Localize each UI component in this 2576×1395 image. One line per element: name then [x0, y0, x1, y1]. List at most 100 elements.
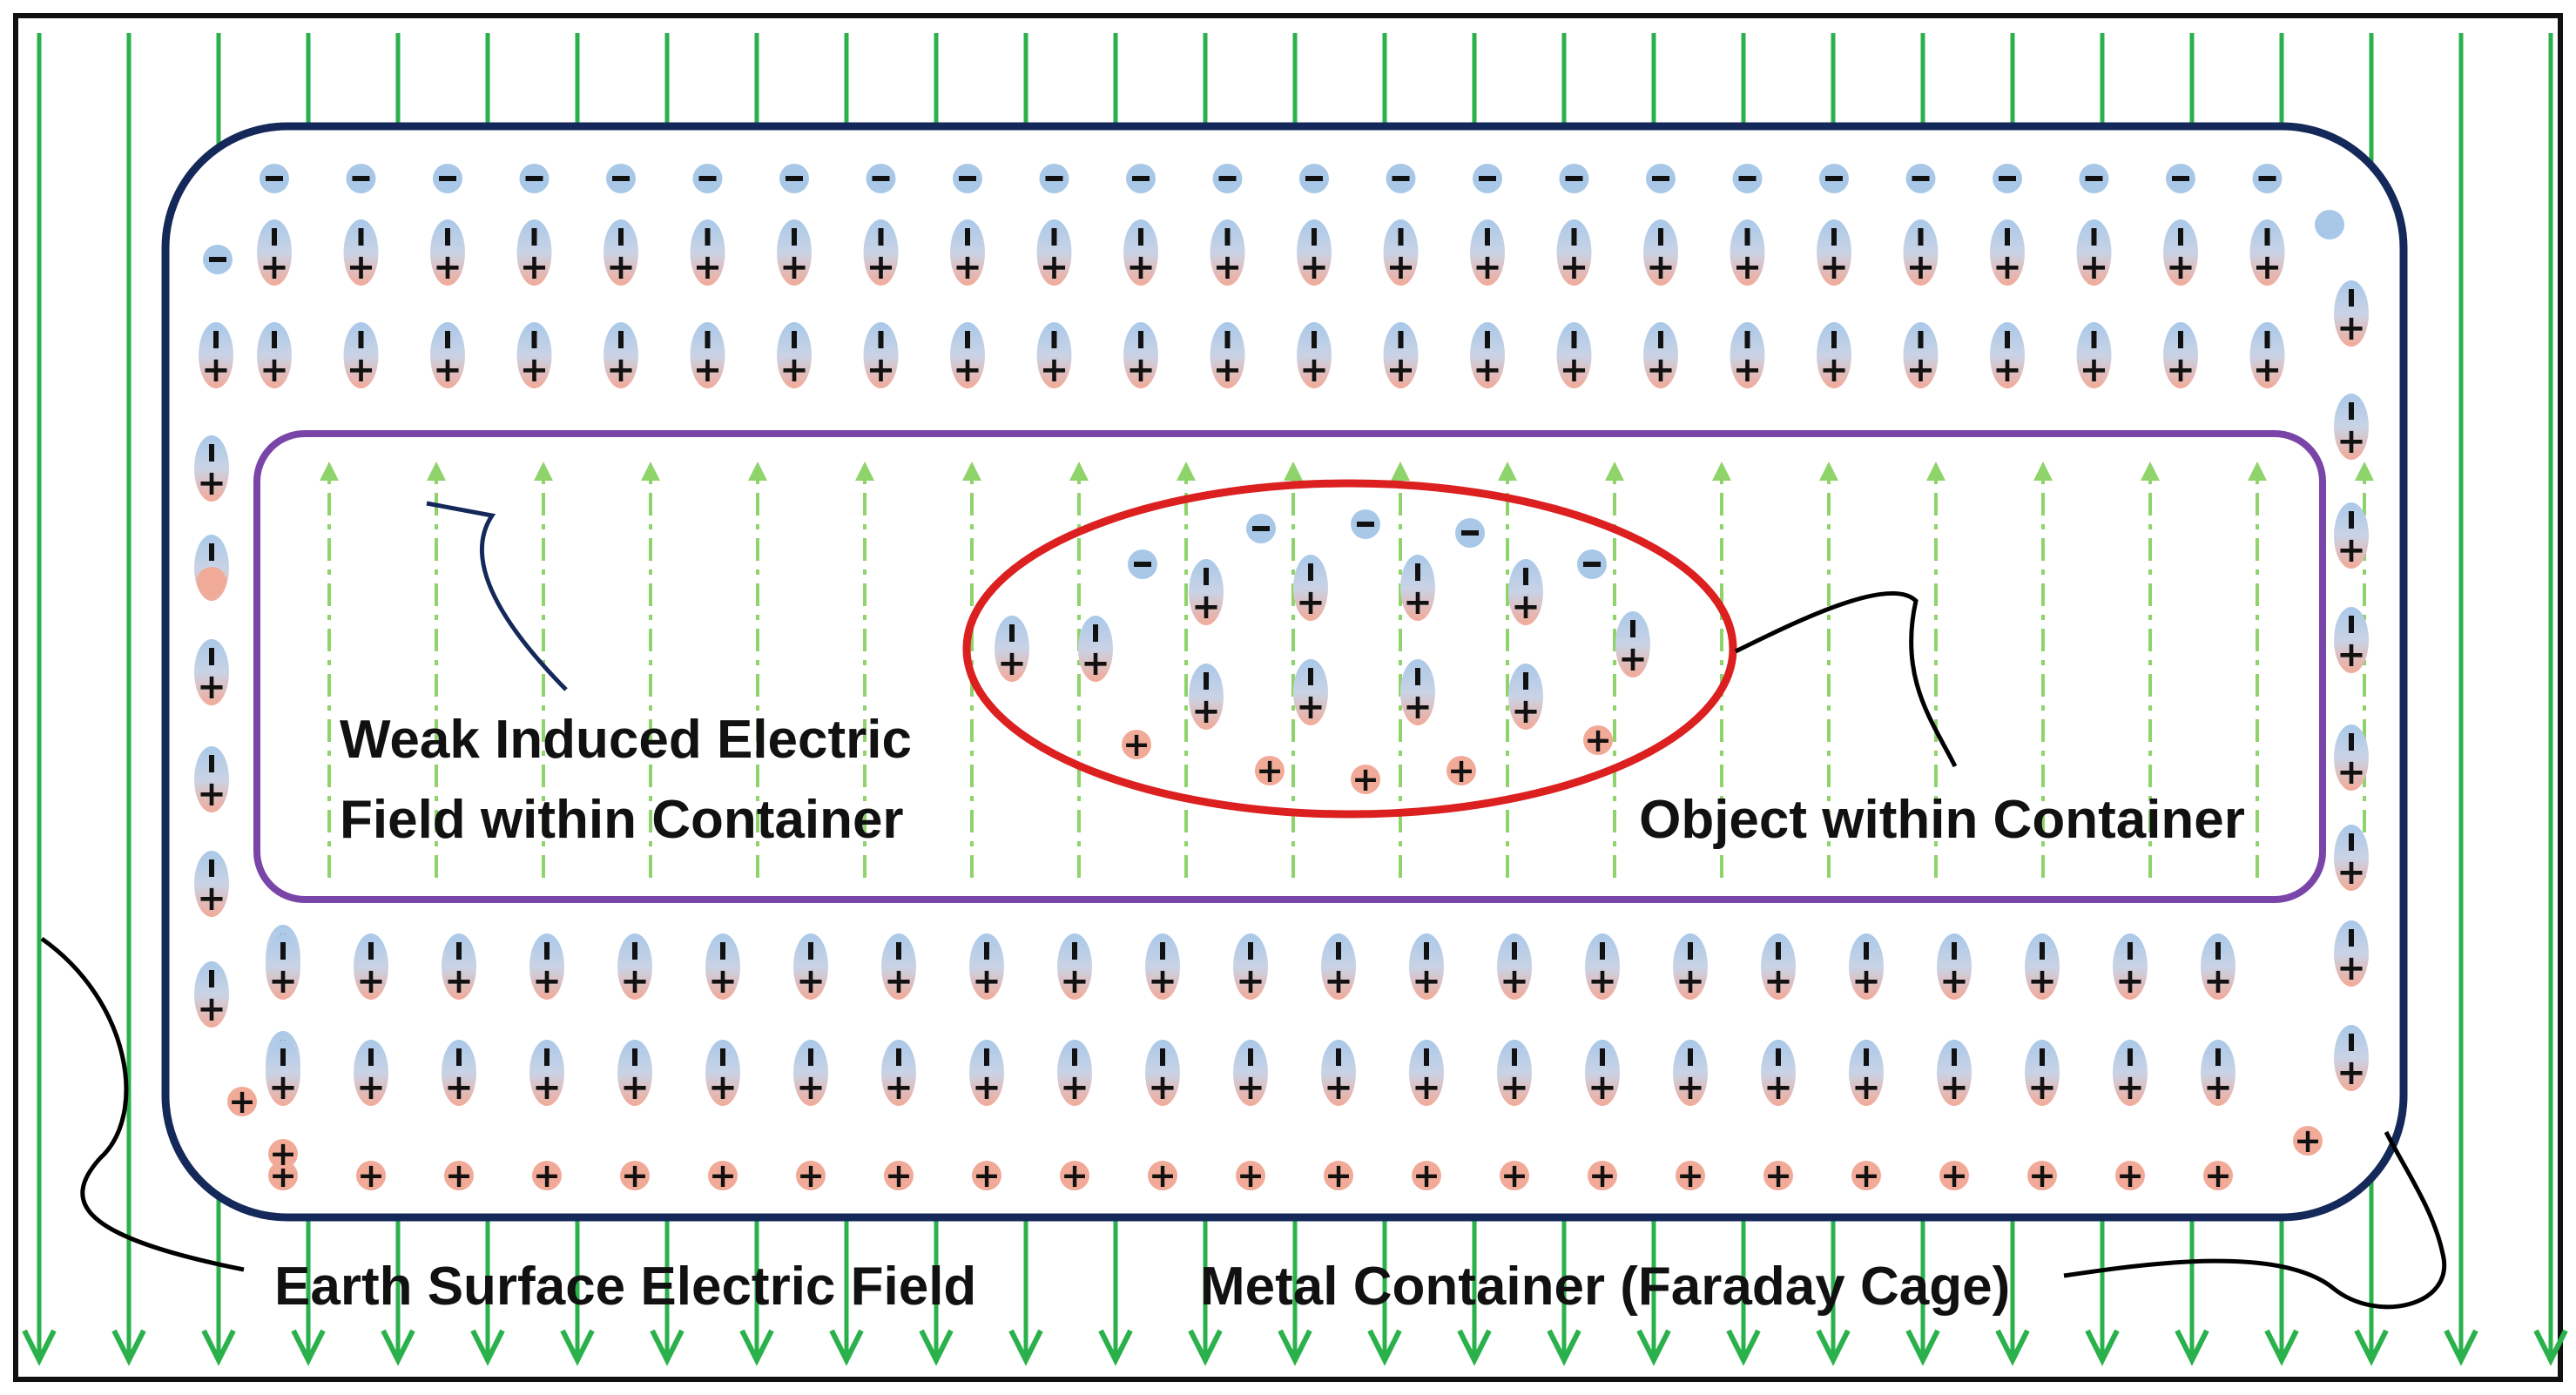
positive-sign: +: [347, 247, 376, 287]
earth-field-arrowhead: [650, 1329, 684, 1366]
dipole-charge: +: [2163, 322, 2198, 390]
negative-sign: [1744, 331, 1750, 348]
negative-sign: [984, 1048, 989, 1066]
positive-charge: +: [1236, 1156, 1265, 1195]
dipole-charge: +: [1761, 1040, 1796, 1108]
dipole-charge: +: [430, 322, 465, 390]
dipole-charge: +: [1615, 611, 1650, 679]
positive-sign: +: [2253, 350, 2283, 390]
negative-charge: [2166, 164, 2195, 193]
positive-sign: +: [2253, 247, 2283, 287]
dipole-charge: +: [1730, 322, 1765, 390]
dipole-charge: +: [1585, 933, 1620, 1001]
positive-sign: +: [621, 1156, 649, 1195]
positive-sign: +: [606, 247, 636, 287]
negative-charge: [1455, 518, 1485, 548]
dipole-charge: +: [1036, 322, 1072, 390]
object-leader-line: [1734, 590, 1958, 768]
positive-charge: +: [532, 1156, 562, 1195]
positive-sign: +: [268, 1068, 298, 1108]
dipole-charge: +: [881, 1040, 916, 1108]
negative-sign: [544, 1048, 550, 1066]
positive-charge: +: [708, 1156, 738, 1195]
negative-sign: [1357, 522, 1374, 527]
negative-sign: [1248, 1048, 1253, 1066]
positive-sign: +: [197, 774, 226, 814]
dipole-charge: +: [1817, 322, 1851, 390]
negative-sign: [1571, 228, 1577, 246]
positive-sign: +: [1511, 587, 1541, 627]
dipole-charge: +: [1293, 555, 1328, 623]
positive-sign: +: [1906, 350, 1936, 390]
dipole-charge: +: [343, 219, 379, 287]
negative-sign: [1392, 176, 1410, 181]
negative-sign: [1336, 1048, 1341, 1066]
induced-field-arrowhead: [427, 462, 446, 481]
positive-sign: +: [532, 1068, 562, 1108]
negative-sign: [2178, 228, 2183, 246]
positive-sign: +: [885, 1156, 913, 1195]
induced-field-arrowhead: [855, 462, 874, 481]
positive-sign: +: [1588, 1068, 1617, 1108]
negative-sign: [1565, 176, 1583, 181]
negative-sign: [1512, 942, 1517, 960]
positive-sign: +: [1149, 1156, 1177, 1195]
dipole-charge: +: [2249, 219, 2285, 287]
positive-charge: +: [1676, 1156, 1705, 1195]
positive-charge: +: [227, 1082, 257, 1121]
negative-charge: [519, 164, 550, 193]
dipole-charge: +: [1761, 933, 1796, 1001]
positive-sign: +: [1676, 1156, 1704, 1195]
dipole-charge: +: [604, 322, 638, 390]
negative-sign: [1204, 568, 1209, 585]
negative-charge: [1993, 164, 2022, 193]
dipole-charge: +: [1123, 219, 1158, 287]
induced-field-arrowhead: [1177, 462, 1196, 481]
earth-field-arrowhead: [201, 1329, 236, 1366]
weak-field-leader-line: [426, 501, 568, 691]
negative-sign: [209, 543, 214, 561]
positive-sign: +: [972, 961, 1001, 1001]
positive-sign: +: [2027, 961, 2057, 1001]
positive-charge: +: [1122, 725, 1151, 764]
earth-field-arrowhead: [291, 1329, 326, 1366]
negative-sign: [1485, 331, 1490, 348]
dipole-charge: +: [2249, 322, 2285, 390]
positive-sign: +: [533, 1156, 561, 1195]
charge-dot: [2315, 210, 2344, 239]
negative-sign: [1045, 176, 1063, 181]
negative-sign: [2215, 1048, 2221, 1066]
positive-sign: +: [1148, 1068, 1177, 1108]
induced-field-arrowhead: [2033, 462, 2053, 481]
negative-sign: [1776, 942, 1781, 960]
positive-sign: +: [1819, 247, 1849, 287]
earth-field-arrowhead: [1457, 1329, 1492, 1366]
positive-sign: +: [2337, 530, 2366, 570]
positive-sign: +: [228, 1082, 256, 1121]
negative-sign: [2349, 929, 2354, 947]
dipole-charge: +: [1233, 933, 1268, 1001]
positive-sign: +: [520, 350, 550, 390]
negative-sign: [352, 176, 370, 181]
positive-sign: +: [2115, 961, 2145, 1001]
negative-sign: [1160, 1048, 1165, 1066]
negative-sign: [1138, 331, 1143, 348]
dipole-charge: +: [1145, 933, 1180, 1001]
positive-charge: +: [2115, 1156, 2145, 1195]
dipole-charge: +: [1036, 219, 1072, 287]
positive-sign: +: [708, 1068, 738, 1108]
dipole-charge: +: [969, 933, 1004, 1001]
positive-sign: +: [1676, 961, 1705, 1001]
dipole-charge: +: [266, 1040, 300, 1108]
negative-sign: [1138, 228, 1143, 246]
negative-sign: [698, 176, 717, 181]
negative-sign: [1051, 228, 1057, 246]
earth-field-arrowhead: [2533, 1329, 2568, 1366]
negative-sign: [1658, 331, 1663, 348]
negative-sign: [2091, 331, 2097, 348]
negative-sign: [531, 331, 537, 348]
negative-sign: [1218, 176, 1237, 181]
negative-sign: [209, 444, 214, 462]
negative-charge: [1126, 164, 1156, 193]
positive-sign: +: [884, 1068, 914, 1108]
